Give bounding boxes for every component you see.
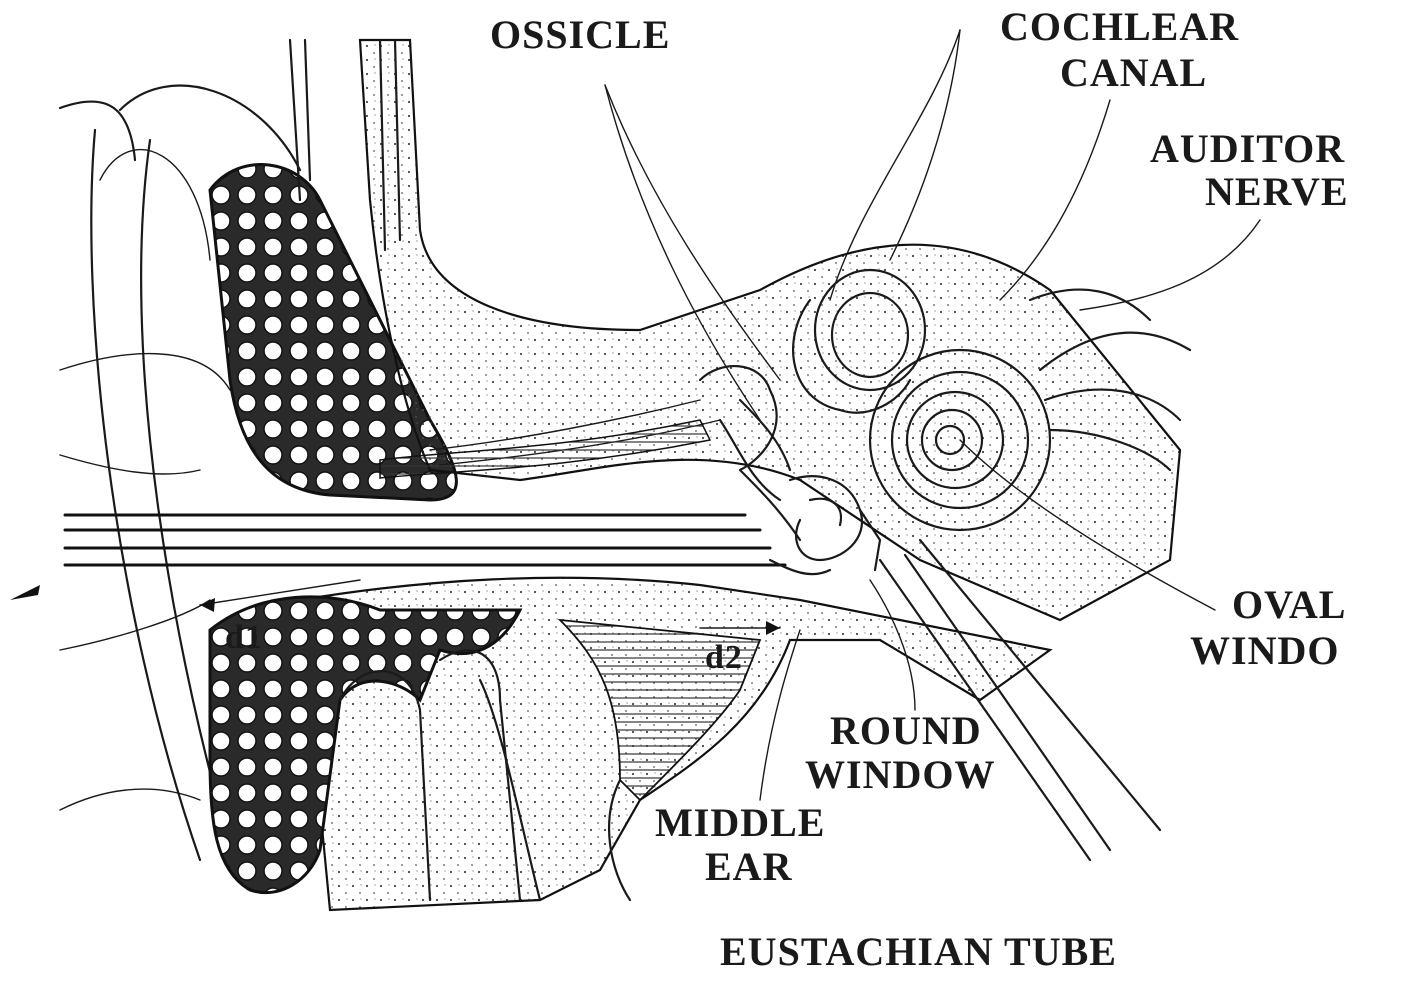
label-oval-window-line1: OVAL — [1232, 582, 1346, 627]
label-ossicle: OSSICLE — [490, 12, 670, 57]
label-d2: d2 — [705, 639, 743, 676]
label-middle-ear-line2: EAR — [705, 844, 793, 889]
label-auditory-nerve-line1: AUDITOR — [1150, 126, 1345, 171]
edge-mark — [10, 585, 40, 600]
label-oval-window-line2: WINDO — [1190, 628, 1339, 673]
label-auditory-nerve-line2: NERVE — [1205, 169, 1349, 214]
label-eustachian-tube: EUSTACHIAN TUBE — [720, 929, 1117, 974]
label-round-window-line2: WINDOW — [805, 752, 995, 797]
label-cochlear-canal-line2: CANAL — [1060, 50, 1207, 95]
ear-canal — [65, 515, 785, 565]
label-middle-ear-line1: MIDDLE — [655, 800, 825, 845]
temporal-bone-upper — [290, 40, 1180, 620]
label-cochlear-canal-line1: COCHLEAR — [1000, 4, 1239, 49]
label-round-window-line1: ROUND — [830, 708, 982, 753]
label-d1: d1 — [225, 619, 263, 656]
